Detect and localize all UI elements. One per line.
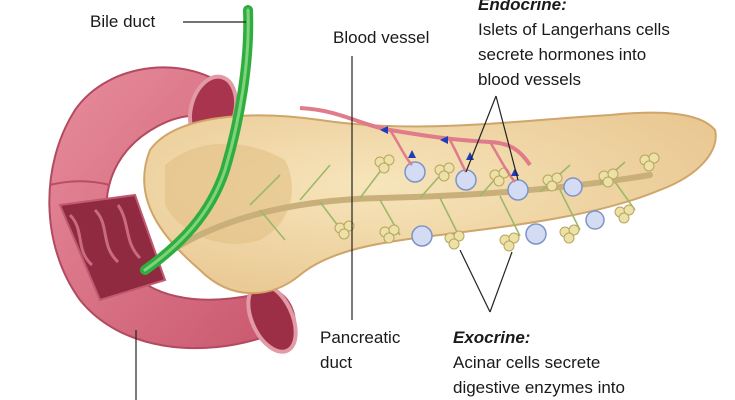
label-exocrine-heading: Exocrine: xyxy=(453,328,531,347)
acini-clusters xyxy=(334,152,660,252)
label-bile-duct: Bile duct xyxy=(90,12,156,31)
pointer-lines xyxy=(135,21,519,400)
label-pancreatic-duct-line-2: duct xyxy=(320,353,353,372)
label-exocrine-line-2: digestive enzymes into xyxy=(453,378,625,397)
label-blood-vessel: Blood vessel xyxy=(333,28,430,47)
label-endocrine-line-3: blood vessels xyxy=(478,70,582,89)
duct-branches xyxy=(249,161,636,241)
label-endocrine-line-1: Islets of Langerhans cells xyxy=(478,20,670,39)
label-endocrine-line-2: secrete hormones into xyxy=(478,45,647,64)
label-endocrine-heading: Endocrine: xyxy=(478,0,567,14)
islets-of-langerhans xyxy=(404,161,605,247)
label-exocrine-line-1: Acinar cells secrete xyxy=(453,353,601,372)
duodenum xyxy=(48,66,298,354)
label-pancreatic-duct-line-1: Pancreatic xyxy=(320,328,401,347)
